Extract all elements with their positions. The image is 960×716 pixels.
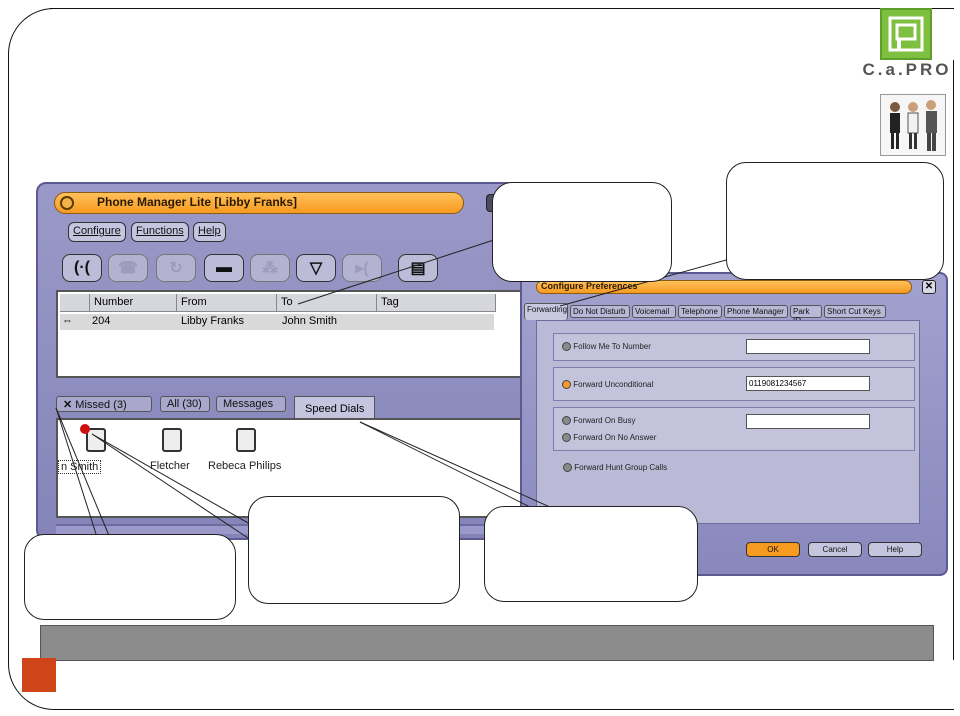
callout-box xyxy=(484,506,698,602)
phone-manager-window: Phone Manager Lite [Libby Franks] Config… xyxy=(36,182,556,540)
missed-badge-icon xyxy=(80,424,90,434)
radio-icon[interactable] xyxy=(562,342,571,352)
call-from: Libby Franks xyxy=(181,315,244,327)
speed-dial-item[interactable] xyxy=(162,428,182,452)
phone-icon xyxy=(162,428,182,452)
column-header-to[interactable]: To xyxy=(277,294,377,312)
no-answer-label: Forward On No Answer xyxy=(573,433,657,442)
call-direction-icon: ⇔ xyxy=(62,315,73,327)
callout-box xyxy=(24,534,236,620)
help-button[interactable]: Help xyxy=(868,542,922,557)
dialog-title: Configure Preferences xyxy=(541,281,638,291)
pointer-line xyxy=(91,433,265,533)
help-menu[interactable]: Help xyxy=(193,222,226,242)
busy-label: Forward On Busy xyxy=(573,416,636,425)
pointer-line xyxy=(55,407,97,535)
window-menu-icon[interactable] xyxy=(60,196,74,210)
preferences-dialog: Configure Preferences ✕ Forwarding Do No… xyxy=(520,272,948,576)
busy-option[interactable]: Forward On Busy xyxy=(562,416,636,426)
frame-right-line xyxy=(953,60,954,660)
hunt-group-label: Forward Hunt Group Calls xyxy=(574,463,668,472)
pointer-line xyxy=(359,421,571,517)
column-header-number[interactable]: Number xyxy=(90,294,177,312)
speed-dial-label[interactable]: Fletcher xyxy=(150,460,190,472)
speed-dial-item[interactable] xyxy=(236,428,256,452)
radio-icon[interactable] xyxy=(562,433,571,443)
unconditional-label: Forward Unconditional xyxy=(573,380,654,389)
table-row[interactable]: ⇔ 204 Libby Franks John Smith xyxy=(60,314,494,330)
callout-box xyxy=(726,162,944,280)
close-icon[interactable]: ✕ xyxy=(922,280,936,294)
call-number: 204 xyxy=(92,315,111,327)
frame-top-line xyxy=(50,8,740,9)
follow-me-option[interactable]: Follow Me To Number xyxy=(562,342,651,352)
pointer-line xyxy=(91,433,255,543)
busy-number-field[interactable] xyxy=(746,414,870,429)
tab-speed-dials[interactable]: Speed Dials xyxy=(294,396,376,420)
footer-bar xyxy=(40,625,934,661)
forwarding-panel: Follow Me To Number Forward Unconditiona… xyxy=(536,320,920,524)
tab-voicemail[interactable]: Voicemail xyxy=(632,305,676,318)
tab-all[interactable]: All (30) xyxy=(160,396,210,412)
phone-icon xyxy=(236,428,256,452)
no-answer-option[interactable]: Forward On No Answer xyxy=(562,433,657,443)
business-people-icon xyxy=(880,94,946,156)
frame-bottom-line xyxy=(222,709,882,710)
tab-messages[interactable]: Messages xyxy=(216,396,286,412)
answer-call-icon[interactable]: (·( xyxy=(62,254,102,282)
tab-short-cut-keys[interactable]: Short Cut Keys xyxy=(824,305,886,318)
pointer-line xyxy=(297,235,507,305)
close-icon[interactable]: ✕ xyxy=(63,399,76,411)
tab-forwarding[interactable]: Forwarding xyxy=(524,303,568,320)
column-header-tag[interactable]: Tag xyxy=(377,294,496,312)
phone-icon xyxy=(86,428,106,452)
park-icon[interactable]: ▸( xyxy=(342,254,382,282)
call-to: John Smith xyxy=(282,315,338,327)
footer-accent-square xyxy=(22,658,56,692)
unconditional-option[interactable]: Forward Unconditional xyxy=(562,380,654,390)
window-titlebar[interactable]: Phone Manager Lite [Libby Franks] xyxy=(54,192,464,214)
cancel-button[interactable]: Cancel xyxy=(808,542,862,557)
conference-icon[interactable]: ⁂ xyxy=(250,254,290,282)
unconditional-number-field[interactable]: 0119081234567 xyxy=(746,376,870,391)
radio-icon[interactable] xyxy=(562,416,571,426)
speed-dial-label[interactable]: Rebeca Philips xyxy=(208,460,282,472)
window-title: Phone Manager Lite [Libby Franks] xyxy=(97,195,298,209)
tab-phone-manager[interactable]: Phone Manager xyxy=(724,305,788,318)
follow-me-number-field[interactable] xyxy=(746,339,870,354)
tab-do-not-disturb[interactable]: Do Not Disturb xyxy=(570,305,630,318)
speed-dial-panel: n Smith Fletcher Rebeca Philips xyxy=(56,418,556,518)
hangup-icon[interactable]: ▬ xyxy=(204,254,244,282)
tab-telephone[interactable]: Telephone xyxy=(678,305,722,318)
follow-me-label: Follow Me To Number xyxy=(573,342,651,351)
busy-group: Forward On Busy Forward On No Answer xyxy=(553,407,915,451)
callout-box xyxy=(492,182,672,282)
speed-dial-item[interactable] xyxy=(80,424,106,452)
callout-box xyxy=(248,496,460,604)
cpro-logo-icon xyxy=(880,8,932,60)
hunt-group-option[interactable]: Forward Hunt Group Calls xyxy=(563,463,668,473)
pointer-line xyxy=(55,407,111,539)
directory-icon[interactable]: ▤ xyxy=(398,254,438,282)
radio-checked-icon[interactable] xyxy=(562,380,571,390)
functions-menu[interactable]: Functions xyxy=(131,222,189,242)
pickup-icon[interactable]: ▽ xyxy=(296,254,336,282)
follow-me-group: Follow Me To Number xyxy=(553,333,915,361)
unconditional-group: Forward Unconditional 0119081234567 xyxy=(553,367,915,401)
transfer-icon[interactable]: ↻ xyxy=(156,254,196,282)
hold-icon[interactable]: ☎ xyxy=(108,254,148,282)
dialog-titlebar[interactable]: Configure Preferences xyxy=(536,280,912,294)
calls-table: Number From To Tag ⇔ 204 Libby Franks Jo… xyxy=(56,290,556,378)
logo-text: C.a.PRO xyxy=(862,60,952,79)
column-header-from[interactable]: From xyxy=(177,294,277,312)
ok-button[interactable]: OK xyxy=(746,542,800,557)
speed-dial-label[interactable]: n Smith xyxy=(58,460,102,474)
column-header-blank xyxy=(60,294,90,312)
configure-menu[interactable]: Configure xyxy=(68,222,126,242)
pointer-line xyxy=(359,421,541,513)
tab-missed-label: Missed (3) xyxy=(75,399,127,411)
tab-missed[interactable]: ✕ Missed (3) xyxy=(56,396,152,412)
radio-icon[interactable] xyxy=(563,463,572,473)
